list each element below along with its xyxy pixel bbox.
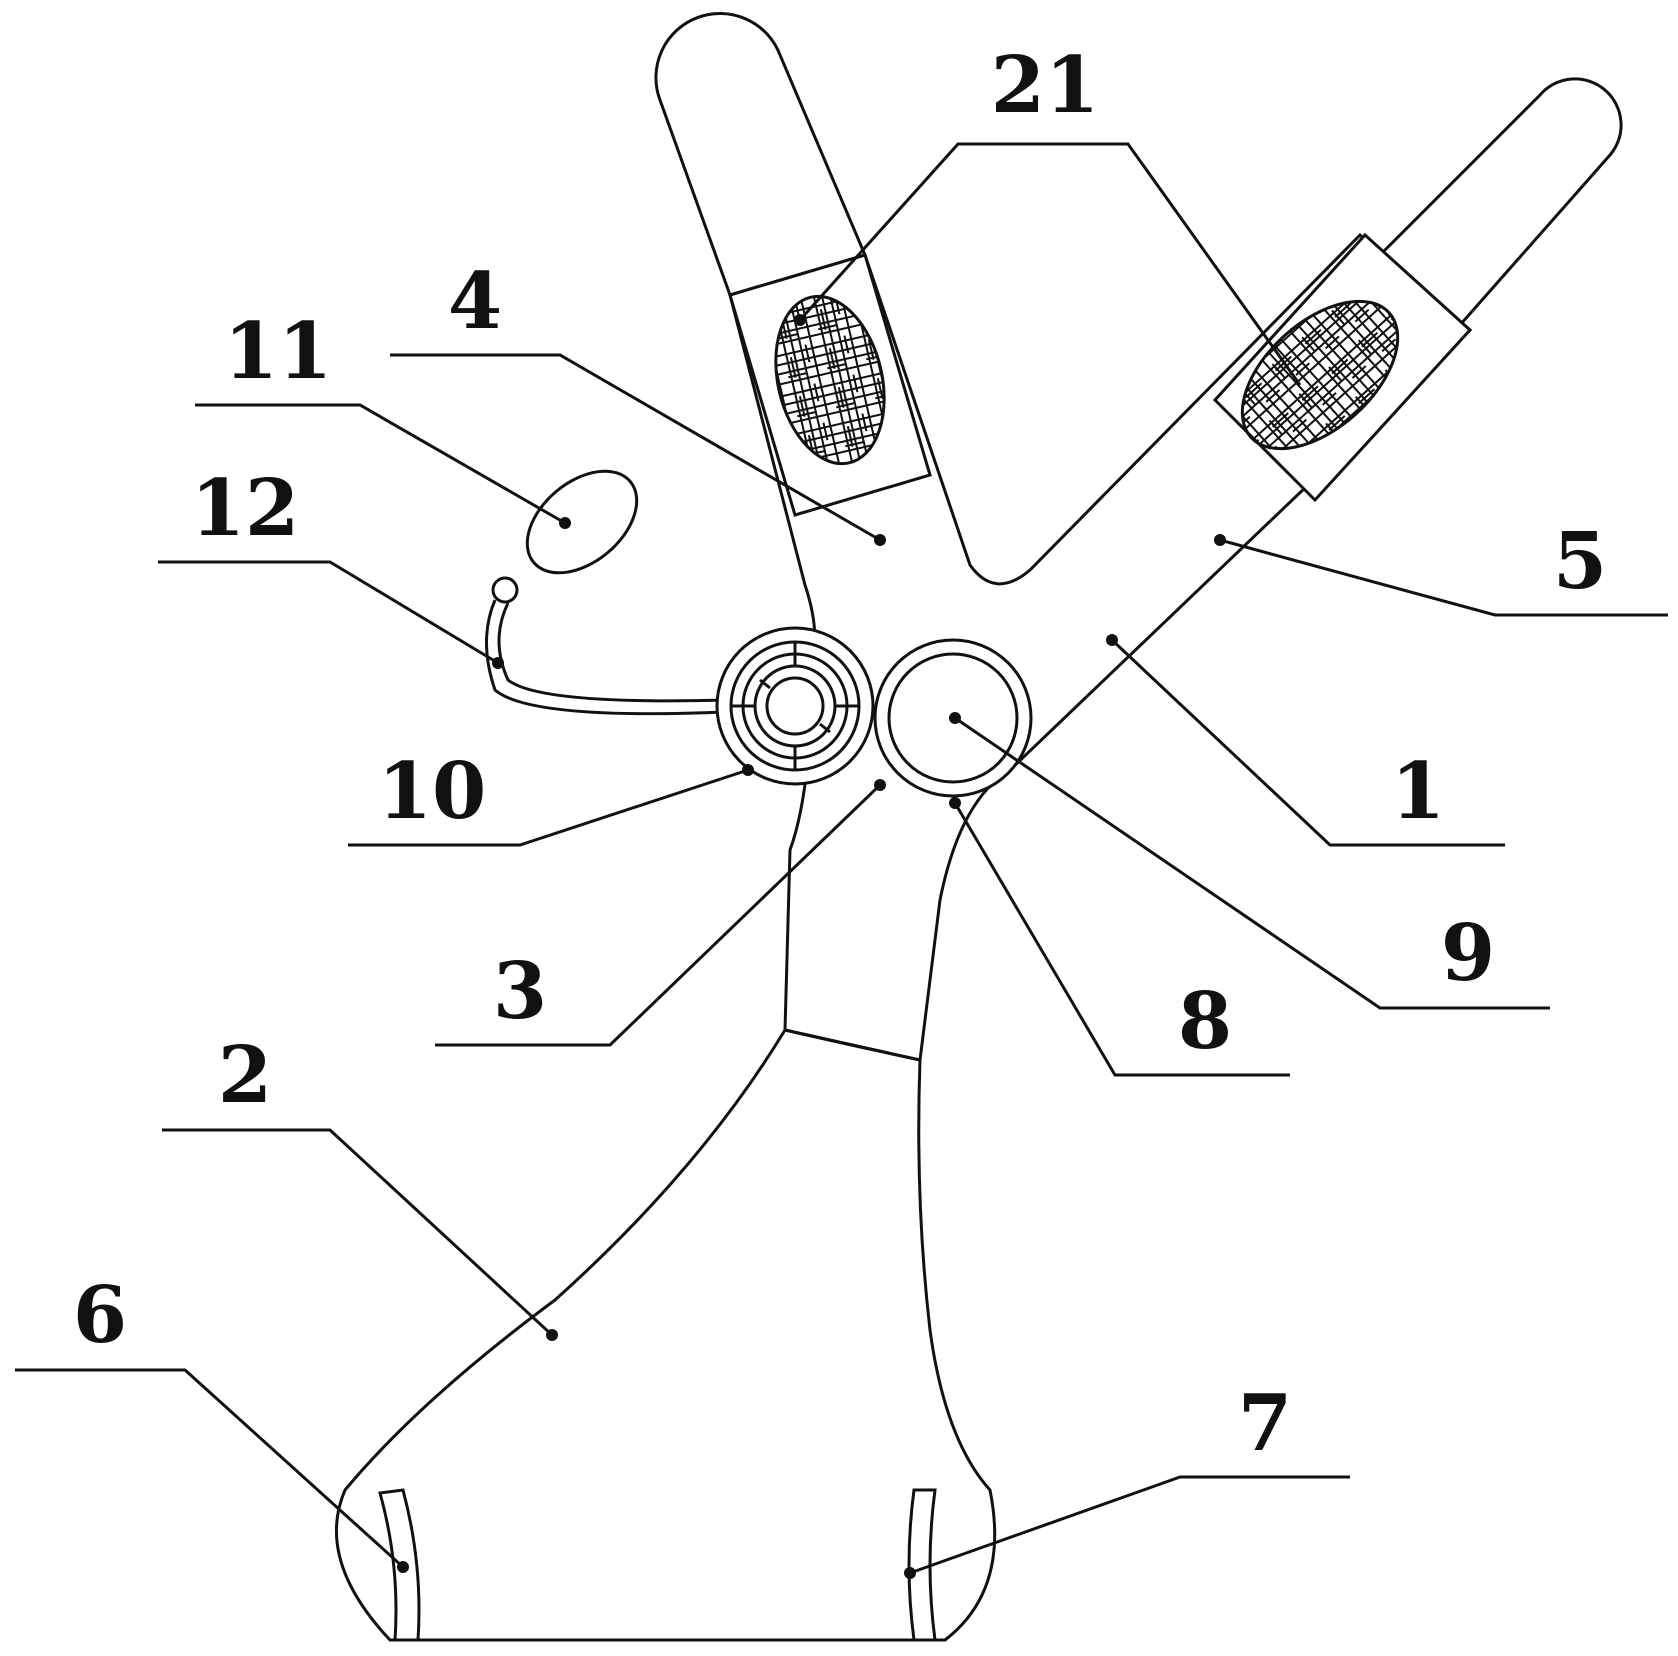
reference-numerals: 21 4 11 12 5 1 10 3 9 8 2 6 7	[73, 40, 1607, 1469]
label-2: 2	[218, 1030, 272, 1121]
left-strap	[654, 11, 868, 297]
band-right	[907, 1488, 937, 1642]
right-strap	[1377, 77, 1623, 328]
label-11: 11	[224, 306, 333, 397]
label-1: 1	[1391, 746, 1445, 837]
label-10: 10	[378, 746, 487, 837]
label-4: 4	[448, 256, 502, 347]
air-tube	[485, 599, 726, 716]
label-12: 12	[191, 463, 300, 554]
leader-lines	[15, 142, 1668, 1575]
label-3: 3	[493, 946, 547, 1037]
pump-valve	[491, 576, 519, 604]
label-6: 6	[73, 1270, 127, 1361]
pump-bulb	[525, 469, 639, 575]
label-7: 7	[1238, 1378, 1292, 1469]
callout-dots	[397, 314, 1226, 1579]
fastener-patch-right	[1215, 273, 1425, 477]
label-5: 5	[1553, 516, 1607, 607]
mesh-panel	[334, 1028, 997, 1642]
label-8: 8	[1178, 976, 1232, 1067]
label-21: 21	[991, 40, 1100, 131]
airbag-ring	[715, 626, 875, 786]
label-9: 9	[1441, 908, 1495, 999]
